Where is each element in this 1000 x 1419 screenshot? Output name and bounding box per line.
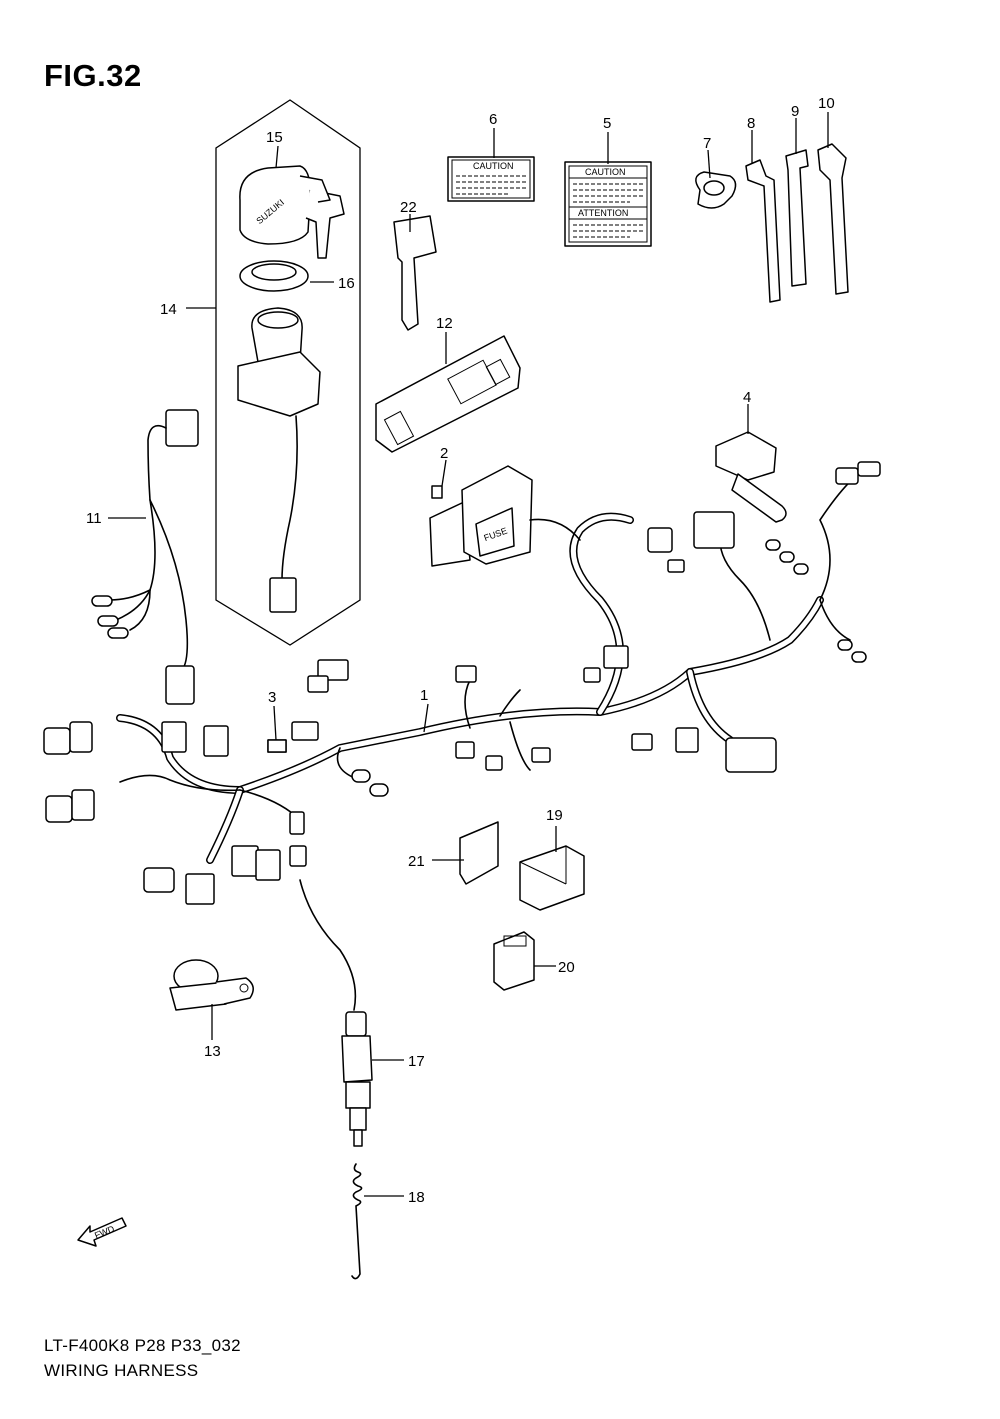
coupler-20 (493, 931, 535, 991)
callout-20: 20 (558, 959, 575, 976)
fwd-arrow-icon: FWD (77, 1217, 127, 1247)
diagram-name: WIRING HARNESS (44, 1361, 199, 1380)
ignition-assembly-outline (215, 99, 361, 646)
cable-tie-9 (785, 149, 809, 287)
cable-tie-8 (745, 159, 781, 303)
terminal-boot-4 (715, 431, 787, 523)
caution-attention-label-5: CAUTION ATTENTION (564, 161, 652, 247)
part-3-block (267, 739, 287, 753)
callout-2: 2 (440, 445, 448, 462)
callout-9: 9 (791, 103, 799, 120)
svg-text:ATTENTION: ATTENTION (578, 208, 628, 218)
callout-15: 15 (266, 129, 283, 146)
switch-13 (169, 959, 254, 1011)
bracket-21 (459, 821, 499, 885)
callout-17: 17 (408, 1053, 425, 1070)
callout-6: 6 (489, 111, 497, 128)
sub-harness-11 (91, 409, 199, 705)
callout-8: 8 (747, 115, 755, 132)
callout-11: 11 (86, 510, 102, 527)
callout-18: 18 (408, 1189, 425, 1206)
callout-14: 14 (160, 301, 177, 318)
fuse-box-2: FUSE (429, 465, 533, 567)
key-blank-22 (393, 215, 437, 331)
callout-4: 4 (743, 389, 751, 406)
svg-text:CAUTION: CAUTION (585, 167, 626, 177)
figure-title: FIG.32 (44, 58, 142, 93)
callout-7: 7 (703, 135, 711, 152)
callout-5: 5 (603, 115, 611, 132)
callout-12: 12 (436, 315, 453, 332)
ignition-key-cap: SUZUKI (239, 165, 345, 259)
ignition-ring-nut (239, 260, 309, 292)
callout-10: 10 (818, 95, 835, 112)
wire-clamp-7 (695, 171, 737, 209)
callout-3: 3 (268, 689, 276, 706)
leader-lines (108, 112, 829, 1197)
caution-label-6: CAUTION (447, 156, 535, 202)
svg-text:CAUTION: CAUTION (473, 161, 514, 171)
relay-19 (519, 845, 585, 911)
callout-19: 19 (546, 807, 563, 824)
cable-tie-10 (817, 143, 849, 295)
callout-16: 16 (338, 275, 355, 292)
sensor-17 (299, 879, 373, 1147)
callout-numbers: 1 2 3 4 5 6 7 8 9 10 11 12 13 14 15 16 1… (86, 95, 835, 1206)
harness-connectors (43, 461, 881, 905)
callout-22: 22 (400, 199, 417, 216)
callout-1: 1 (420, 687, 428, 704)
callout-21: 21 (408, 853, 425, 870)
mounting-bracket-12 (375, 335, 521, 453)
catalog-code: LT-F400K8 P28 P33_032 (44, 1336, 241, 1355)
callout-13: 13 (204, 1043, 221, 1060)
svg-text:FWD: FWD (93, 1223, 116, 1240)
ignition-switch-body (237, 307, 321, 613)
spring-18 (351, 1163, 363, 1280)
